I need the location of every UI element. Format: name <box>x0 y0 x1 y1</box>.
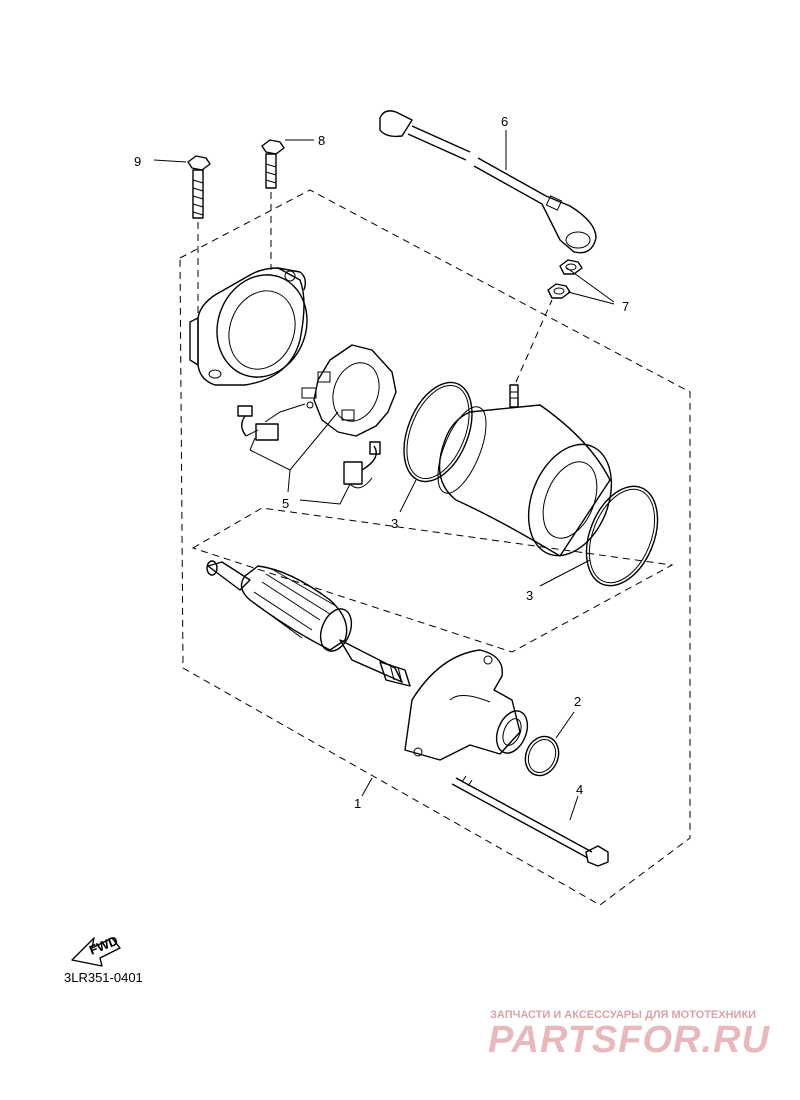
fwd-arrow: FWD <box>71 933 121 967</box>
front-cover[interactable] <box>404 649 533 761</box>
rear-cover[interactable] <box>189 262 321 390</box>
callout-9: 9 <box>134 154 141 169</box>
bolt-8[interactable] <box>261 139 285 189</box>
brush-holder-right[interactable] <box>343 441 381 489</box>
armature[interactable] <box>206 560 411 687</box>
nut-7-upper[interactable] <box>559 259 583 275</box>
lead-wire-6[interactable] <box>379 110 597 254</box>
o-ring-3-left[interactable] <box>391 373 486 492</box>
o-ring-2[interactable] <box>520 731 565 780</box>
nut-7-lower[interactable] <box>547 283 571 299</box>
axis-line-terminal <box>515 299 553 383</box>
callout-3-right: 3 <box>526 588 533 603</box>
figure-code: 3LR351-0401 <box>64 970 143 985</box>
o-ring-3-right-inner <box>588 488 656 584</box>
brush-assembly-bracket <box>249 403 351 505</box>
callout-6: 6 <box>501 114 508 129</box>
callout-5: 5 <box>282 496 289 511</box>
watermark-brand: PARTSFOR.RU <box>488 1019 770 1061</box>
o-ring-2-inner <box>527 739 557 773</box>
assembly-boundary-outer <box>179 189 691 906</box>
assembly-boundary-inner <box>191 507 674 653</box>
callout-2: 2 <box>574 694 581 709</box>
fwd-label: FWD <box>87 933 120 958</box>
leader-lines <box>153 130 615 821</box>
brush-holder-left[interactable] <box>237 405 279 441</box>
through-bolt-4[interactable] <box>451 775 609 867</box>
yoke-motor-body[interactable] <box>428 384 627 568</box>
callout-3-left: 3 <box>391 516 398 531</box>
watermark-tagline: ЗАПЧАСТИ И АКСЕССУАРЫ ДЛЯ МОТОТЕХНИКИ <box>490 1009 756 1021</box>
o-ring-3-right[interactable] <box>573 476 671 596</box>
brush-plate-5[interactable] <box>301 344 397 437</box>
callout-1: 1 <box>354 796 361 811</box>
bolt-9[interactable] <box>187 155 211 219</box>
o-ring-3-left-inner <box>406 384 470 480</box>
callout-4: 4 <box>576 782 583 797</box>
callout-7: 7 <box>622 299 629 314</box>
callout-8: 8 <box>318 133 325 148</box>
